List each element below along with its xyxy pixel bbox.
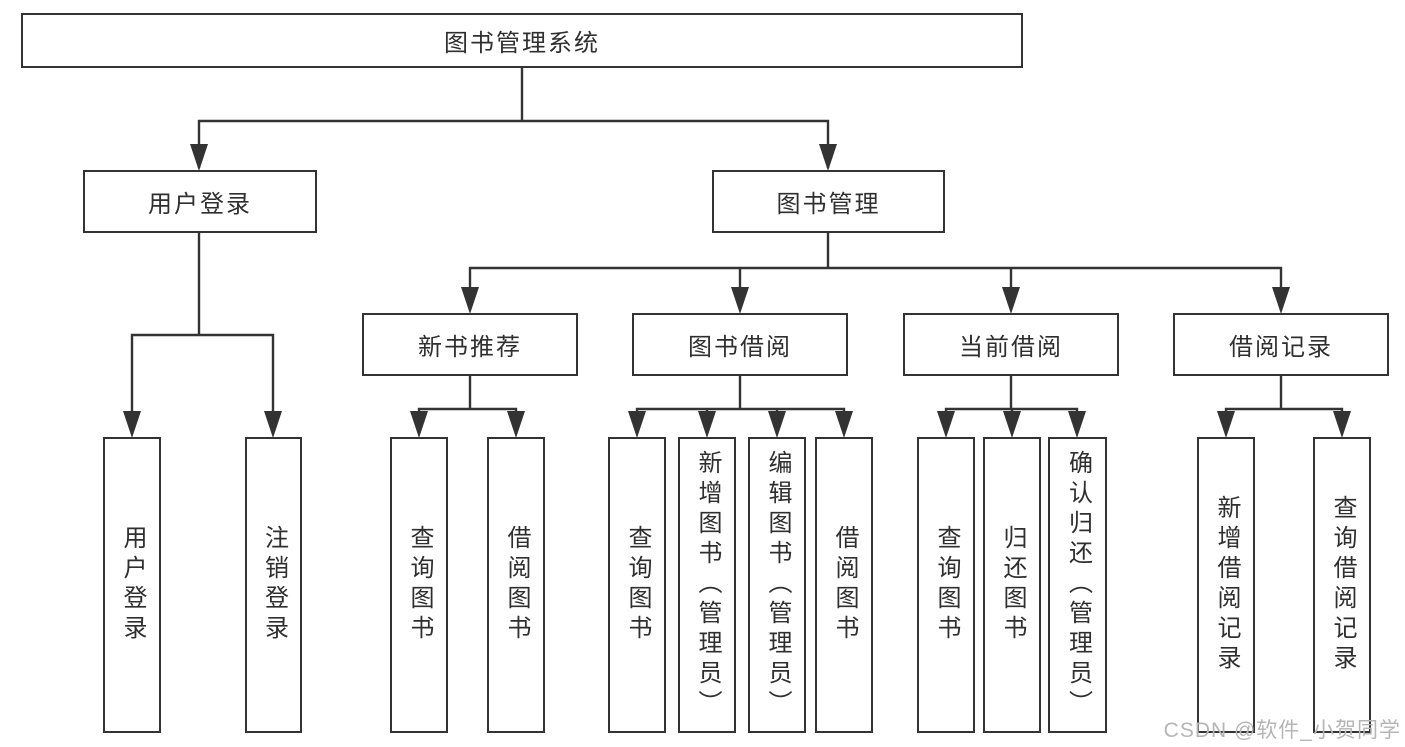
leaf-query-books: 查询图书 (390, 437, 448, 733)
leaf-add-books-admin: 新增图书（管理员） (678, 437, 736, 733)
leaf-return-books: 归还图书 (983, 437, 1041, 733)
node-user-login: 用户登录 (83, 170, 317, 233)
leaf-confirm-return-admin: 确认归还（管理员） (1048, 437, 1107, 733)
leaf-query-borrowing-record: 查询借阅记录 (1313, 437, 1371, 733)
leaf-edit-books-admin: 编辑图书（管理员） (748, 437, 806, 733)
node-new-book-recommendation: 新书推荐 (362, 313, 578, 376)
node-current-borrowing: 当前借阅 (903, 313, 1119, 376)
leaf-borrow-books: 借阅图书 (815, 437, 873, 733)
leaf-query-books: 查询图书 (608, 437, 666, 733)
node-book-borrowing: 图书借阅 (632, 313, 848, 376)
leaf-borrow-books: 借阅图书 (487, 437, 545, 733)
node-borrowing-records: 借阅记录 (1173, 313, 1389, 376)
leaf-add-borrowing-record: 新增借阅记录 (1197, 437, 1255, 733)
csdn-watermark: CSDN @软件_小贺同学 (1163, 719, 1401, 742)
node-library-management-system: 图书管理系统 (21, 13, 1023, 68)
leaf-user-login: 用户登录 (103, 437, 161, 733)
leaf-logout: 注销登录 (245, 437, 302, 733)
leaf-query-books: 查询图书 (917, 437, 975, 733)
node-book-management: 图书管理 (712, 170, 945, 233)
